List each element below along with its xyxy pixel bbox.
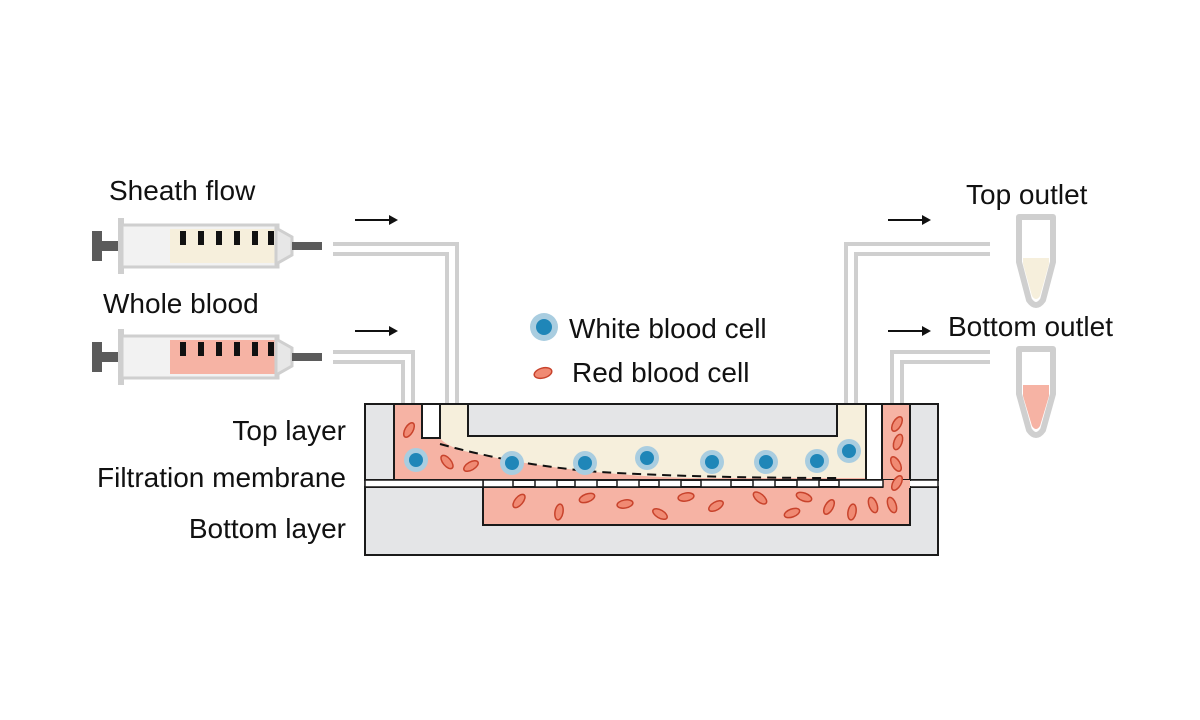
white-blood-cell	[837, 439, 861, 463]
top-outlet-label: Top outlet	[966, 179, 1088, 210]
tubing	[333, 242, 990, 404]
red-blood-cell	[867, 496, 879, 514]
sheath-flow-arrow-icon	[355, 215, 398, 225]
white-blood-cells	[404, 439, 861, 475]
red-blood-cell	[708, 499, 724, 513]
red-blood-cells	[402, 416, 904, 521]
bottom-outlet-tube-icon	[1016, 346, 1056, 438]
red-blood-cell	[892, 433, 904, 451]
white-blood-cell	[700, 450, 724, 474]
whole-blood-syringe-icon	[92, 329, 322, 385]
white-blood-cell	[404, 448, 428, 472]
legend-rbc-label: Red blood cell	[572, 357, 749, 388]
white-blood-cell	[635, 446, 659, 470]
white-blood-cell	[573, 451, 597, 475]
red-blood-cell	[752, 491, 768, 505]
red-blood-cell	[402, 422, 416, 438]
red-blood-cell	[578, 492, 596, 504]
red-blood-cell	[440, 454, 454, 470]
flow-interface-line	[439, 443, 841, 479]
white-blood-cell	[754, 450, 778, 474]
white-blood-cell	[500, 451, 524, 475]
red-blood-cell	[847, 503, 857, 521]
white-blood-cell	[805, 449, 829, 473]
red-blood-cell	[890, 475, 904, 491]
legend-wbc-label: White blood cell	[569, 313, 767, 344]
red-blood-cell	[652, 507, 668, 521]
blood-flow-arrow-icon	[355, 326, 398, 336]
sheath-flow-label: Sheath flow	[109, 175, 256, 206]
bottom-outlet-label: Bottom outlet	[948, 311, 1113, 342]
red-blood-cell	[616, 499, 634, 509]
legend-wbc-icon	[530, 313, 558, 341]
top-outlet-arrow-icon	[888, 215, 931, 225]
bottom-channel	[482, 486, 911, 526]
red-blood-cell	[890, 416, 904, 432]
bottom-outlet-arrow-icon	[888, 326, 931, 336]
red-blood-cell	[783, 507, 801, 519]
filtration-membrane-label: Filtration membrane	[97, 462, 346, 493]
red-blood-cell	[889, 456, 903, 472]
red-blood-cell	[463, 459, 479, 473]
red-blood-cell	[822, 499, 836, 515]
top-layer-label: Top layer	[232, 415, 346, 446]
bottom-layer-label: Bottom layer	[189, 513, 346, 544]
legend-rbc-icon	[533, 366, 553, 380]
legend: White blood cell Red blood cell	[530, 313, 767, 388]
red-blood-cell	[512, 493, 526, 509]
microfluidic-chip	[364, 403, 939, 556]
whole-blood-label: Whole blood	[103, 288, 259, 319]
sheath-flow-syringe-icon	[92, 218, 322, 274]
red-blood-cell	[795, 491, 813, 503]
red-blood-cell	[554, 503, 564, 521]
flow-arrows	[355, 215, 931, 336]
red-blood-cell	[886, 496, 898, 514]
red-blood-cell	[677, 492, 695, 502]
top-outlet-tube-icon	[1016, 214, 1056, 308]
